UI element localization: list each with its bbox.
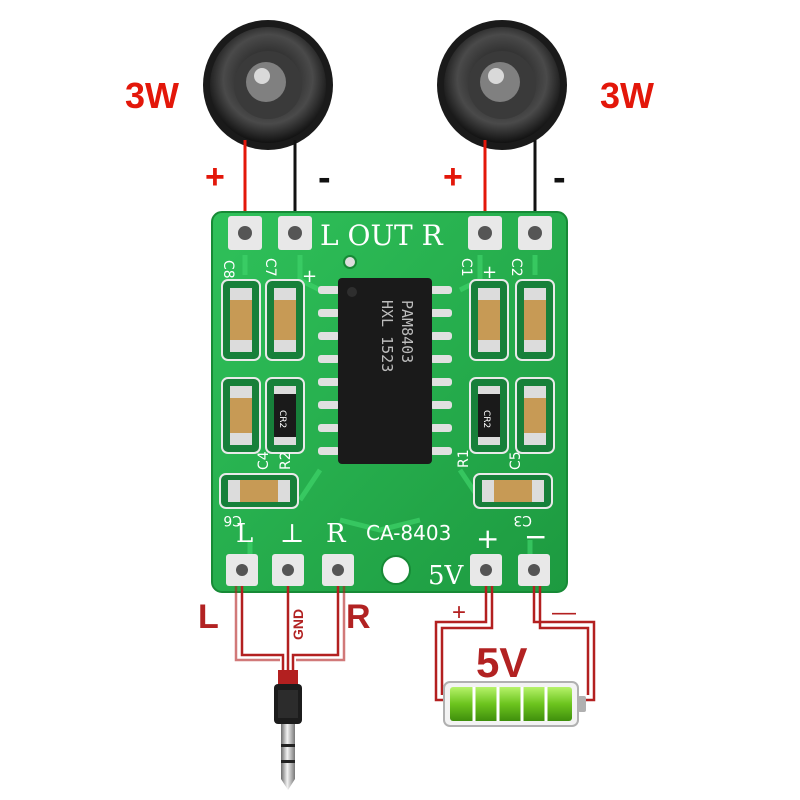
label-c7: C7: [262, 258, 278, 277]
label-cr2-left: CR2: [277, 410, 287, 428]
label-c8: C8: [220, 260, 236, 279]
label-c6: C6: [223, 512, 242, 528]
label-c4: C4: [256, 451, 272, 470]
wire-left-label: L: [198, 598, 219, 636]
speaker-right-icon: [437, 20, 567, 150]
amplifier-chip: PAM8403 HXL 1523: [318, 278, 452, 464]
speaker-left-icon: [203, 20, 333, 150]
label-r2: R2: [278, 451, 294, 470]
power-wires: [434, 586, 596, 702]
out-label: L OUT R: [320, 219, 444, 252]
label-cr2-right: CR2: [481, 410, 491, 428]
power-plus-label: +: [476, 522, 499, 555]
power-5v-label: 5V: [428, 561, 465, 591]
input-l-label: L: [236, 519, 253, 549]
right-speaker-minus: -: [553, 157, 566, 199]
label-r1: R1: [456, 449, 472, 468]
label-c2: C2: [508, 258, 524, 277]
label-c3: C3: [513, 512, 532, 528]
left-speaker-plus: +: [205, 158, 225, 196]
audio-jack-icon: [274, 670, 302, 790]
chip-marking-2: HXL 1523: [378, 300, 396, 372]
battery-5v-label: 5V: [476, 639, 527, 686]
right-speaker-plus: +: [443, 158, 463, 196]
smd-capacitors: [219, 279, 555, 509]
pcb-board: L OUT R PAM8403 HXL 1523: [211, 211, 568, 593]
battery-icon: [443, 681, 586, 727]
board-model-label: CA-8403: [366, 521, 451, 545]
label-c1-plus: +: [482, 262, 497, 283]
right-speaker-power-label: 3W: [600, 75, 654, 116]
output-pads: [228, 216, 552, 250]
wire-right-label: R: [346, 598, 371, 636]
input-r-label: R: [326, 519, 347, 549]
battery-plus-label: +: [452, 599, 466, 626]
input-pads: [226, 554, 550, 586]
left-speaker-minus: -: [318, 157, 331, 199]
left-speaker-power-label: 3W: [125, 75, 179, 116]
wire-gnd-label: GND: [290, 609, 306, 640]
audio-input-wires: [234, 586, 346, 672]
input-gnd-label: ⊥: [280, 519, 304, 549]
battery-minus-label: —: [552, 599, 576, 626]
power-minus-label: −: [524, 520, 547, 553]
label-c7-plus: +: [302, 266, 317, 287]
label-c5: C5: [508, 451, 524, 470]
chip-marking-1: PAM8403: [398, 300, 416, 363]
label-c1: C1: [458, 258, 474, 277]
